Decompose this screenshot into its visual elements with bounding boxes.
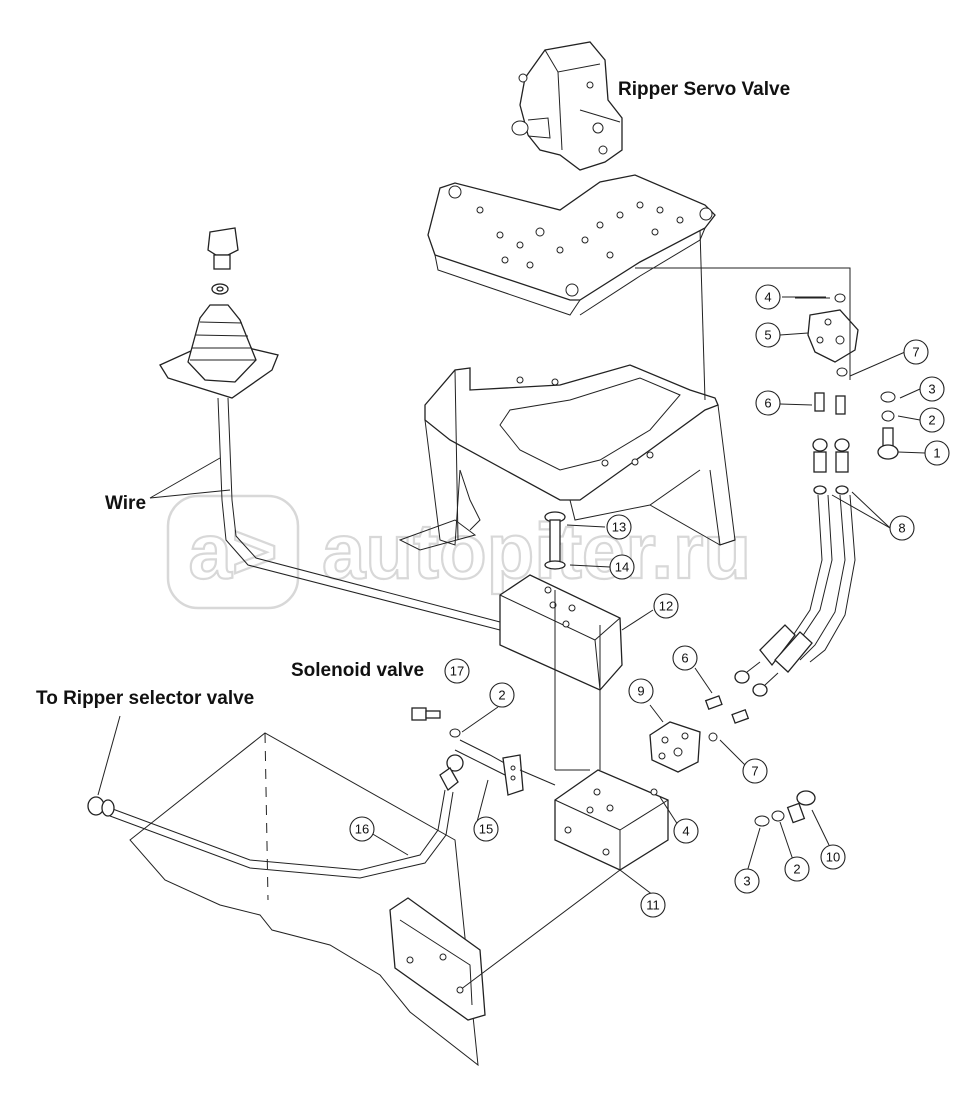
svg-text:9: 9 [637,684,644,699]
mounting-plate-part [427,174,716,316]
svg-text:6: 6 [681,651,688,666]
callout-15: 15 [473,816,499,842]
callout-9: 9 [628,678,654,704]
callout-11: 11 [640,892,666,918]
callout-2b: 2 [489,682,515,708]
leader-lines [97,296,926,896]
callout-17: 17 [444,658,470,684]
fitting-6b-part [704,695,750,724]
label-to-ripper-selector-valve: To Ripper selector valve [36,688,254,709]
svg-text:11: 11 [646,898,660,913]
callout-13: 13 [606,514,632,540]
floor-panel-part [129,732,621,1067]
callout-5: 5 [755,322,781,348]
svg-text:2: 2 [793,862,800,877]
callout-2: 2 [919,407,945,433]
svg-text:17: 17 [450,664,464,679]
svg-text:4: 4 [682,824,689,839]
svg-text:7: 7 [751,764,758,779]
label-solenoid-valve: Solenoid valve [291,660,424,681]
callout-4: 4 [755,284,781,310]
svg-text:4: 4 [764,290,771,305]
svg-text:14: 14 [615,560,629,575]
svg-text:7: 7 [912,345,919,360]
upper-fittings-part [812,392,850,495]
bolt-17-part [411,707,441,721]
svg-text:10: 10 [826,850,840,865]
svg-text:15: 15 [479,822,493,837]
watermark-logo: a> [189,507,278,595]
svg-text:2: 2 [928,413,935,428]
elbow-fitting-part [439,739,524,796]
solenoid-bolt-part [544,511,566,570]
svg-text:2: 2 [498,688,505,703]
solenoid-valve-part [499,574,623,691]
svg-text:5: 5 [764,328,771,343]
control-lever-part [159,227,279,399]
callout-14: 14 [609,554,635,580]
svg-text:3: 3 [743,874,750,889]
callout-16: 16 [349,816,375,842]
valve-block-part [554,769,669,871]
svg-text:13: 13 [612,520,626,535]
hose-fittings-part [734,624,813,697]
callout-1: 1 [924,440,950,466]
callout-7b: 7 [742,758,768,784]
svg-text:16: 16 [355,822,369,837]
callout-8: 8 [889,515,915,541]
svg-text:6: 6 [764,396,771,411]
svg-text:1: 1 [933,446,940,461]
wire-cable [217,397,501,631]
callout-6b: 6 [672,645,698,671]
console-frame-part [398,364,736,551]
callout-3: 3 [919,376,945,402]
label-wire: Wire [105,493,146,514]
hose-16-part [87,789,454,879]
ripper-servo-valve-part [511,41,623,171]
callout-6: 6 [755,390,781,416]
callout-2c: 2 [784,856,810,882]
callout-12: 12 [653,593,679,619]
svg-text:8: 8 [898,521,905,536]
callouts: 4 5 7 3 2 6 1 8 13 14 12 17 6 9 2 7 4 15… [349,284,950,918]
upper-flange-part [807,309,859,363]
callout-7: 7 [903,339,929,365]
svg-text:3: 3 [928,382,935,397]
bolt-1-part [877,427,899,460]
bolt-10-part [786,790,816,824]
callout-10: 10 [820,844,846,870]
label-ripper-servo-valve: Ripper Servo Valve [618,79,790,100]
callout-3b: 3 [734,868,760,894]
callout-4b: 4 [673,818,699,844]
flange-part [649,721,701,773]
svg-text:12: 12 [659,599,673,614]
